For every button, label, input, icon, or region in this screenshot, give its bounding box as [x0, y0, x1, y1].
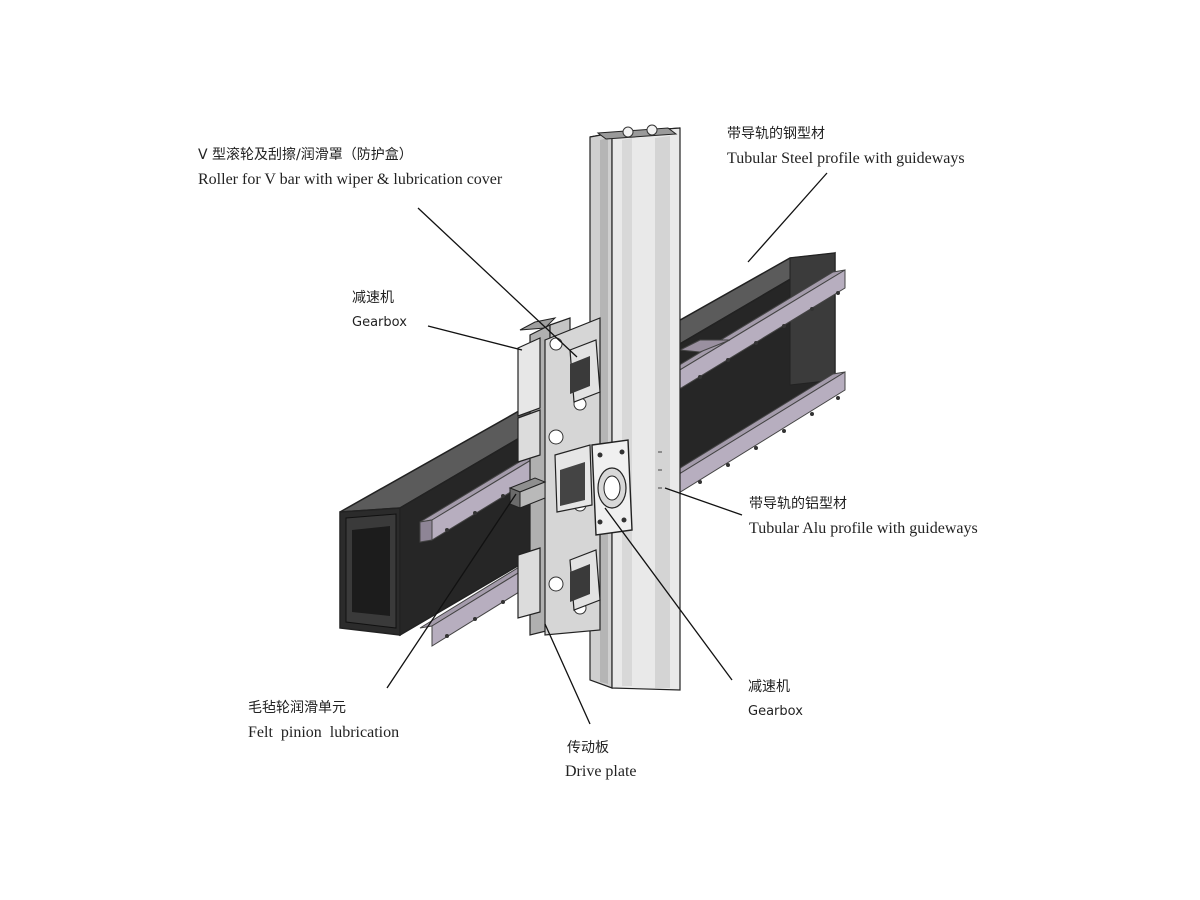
steel-profile-label-zh: 带导轨的钢型材 [727, 126, 825, 142]
felt-pinion-block [508, 477, 547, 509]
felt-label-zh: 毛毡轮润滑单元 [248, 700, 346, 716]
alu-profile-column [589, 124, 681, 691]
leader-lines [386, 172, 828, 725]
steel-profile-label-en: Tubular Steel profile with guideways [727, 150, 965, 167]
alu-profile-label-en: Tubular Alu profile with guideways [749, 520, 978, 537]
roller-boxes [569, 339, 601, 611]
gearbox-left-label-en: Gearbox [352, 315, 407, 330]
gearbox-left-shape [517, 337, 541, 619]
roller-label-en: Roller for V bar with wiper & lubricatio… [198, 171, 503, 188]
gearbox-right-label-en: Gearbox [748, 704, 803, 719]
alu-profile-label-zh: 带导轨的铝型材 [749, 496, 847, 512]
drive-plate-label-zh: 传动板 [567, 740, 609, 756]
gearbox-left-label-zh: 减速机 [352, 290, 394, 306]
roller-label-zh: V 型滚轮及刮擦/润滑罩（防护盒） [198, 147, 413, 163]
drive-plate-label-en: Drive plate [565, 763, 637, 780]
felt-label-en: Felt pinion lubrication [248, 724, 400, 741]
gearbox-right-label-zh: 减速机 [748, 679, 790, 695]
gearbox-right-shape [554, 439, 633, 536]
